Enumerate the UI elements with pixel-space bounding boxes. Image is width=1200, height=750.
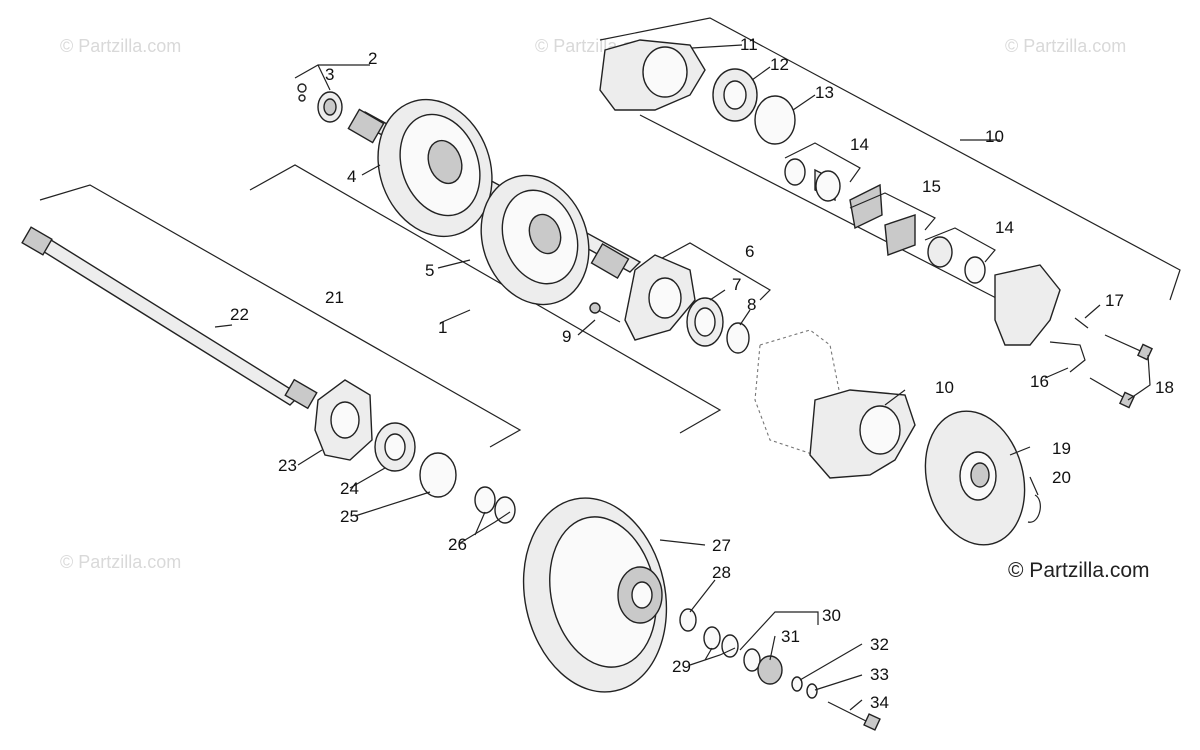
- partzilla-copyright: © Partzilla.com: [1008, 559, 1150, 582]
- callout-34: 34: [870, 693, 889, 712]
- watermark: © Partzilla.com: [60, 552, 181, 572]
- middle-assembly: [589, 242, 1041, 546]
- callout-1: 1: [438, 318, 447, 337]
- callout-10-middle: 10: [935, 378, 954, 397]
- drive-shaft-assembly: [249, 64, 722, 434]
- callout-20: 20: [1052, 468, 1071, 487]
- callout-33: 33: [870, 665, 889, 684]
- callout-26: 26: [448, 535, 467, 554]
- callout-3: 3: [325, 65, 334, 84]
- watermark: © Partzilla.com: [1005, 36, 1126, 56]
- watermark: © Partzilla.com: [60, 36, 181, 56]
- callout-17: 17: [1105, 291, 1124, 310]
- callout-10-top: 10: [985, 127, 1004, 146]
- callout-13: 13: [815, 83, 834, 102]
- callout-15: 15: [922, 177, 941, 196]
- callout-8: 8: [747, 295, 756, 314]
- callout-16: 16: [1030, 372, 1049, 391]
- callout-9: 9: [562, 327, 571, 346]
- sprocket-left: [377, 98, 493, 238]
- callout-28: 28: [712, 563, 731, 582]
- callout-4: 4: [347, 167, 356, 186]
- callout-11: 11: [740, 35, 758, 54]
- callout-21: 21: [325, 288, 344, 307]
- callout-23: 23: [278, 456, 297, 475]
- callout-14-right: 14: [995, 218, 1014, 237]
- callout-5: 5: [425, 261, 434, 280]
- callout-19: 19: [1052, 439, 1071, 458]
- callout-31: 31: [781, 627, 800, 646]
- callout-30: 30: [822, 606, 841, 625]
- callout-14-top: 14: [850, 135, 869, 154]
- callout-6: 6: [745, 242, 754, 261]
- callout-24: 24: [340, 479, 359, 498]
- callout-22: 22: [230, 305, 249, 324]
- callout-29: 29: [672, 657, 691, 676]
- callout-18: 18: [1155, 378, 1174, 397]
- callout-7: 7: [732, 275, 741, 294]
- brake-caliper-assembly: [599, 17, 1181, 409]
- jackshaft-assembly: [21, 184, 522, 524]
- callout-12: 12: [770, 55, 789, 74]
- callout-2: 2: [368, 49, 377, 68]
- callout-27: 27: [712, 536, 731, 555]
- callout-25: 25: [340, 507, 359, 526]
- callout-32: 32: [870, 635, 889, 654]
- driven-clutch-assembly: [522, 497, 881, 731]
- sprocket-right: [480, 174, 590, 306]
- leader-lines: [214, 44, 1151, 711]
- callout-labels: 1 2 3 4 5 6 7 8 9 10 10 11 12 13 14 14 1…: [230, 35, 1174, 712]
